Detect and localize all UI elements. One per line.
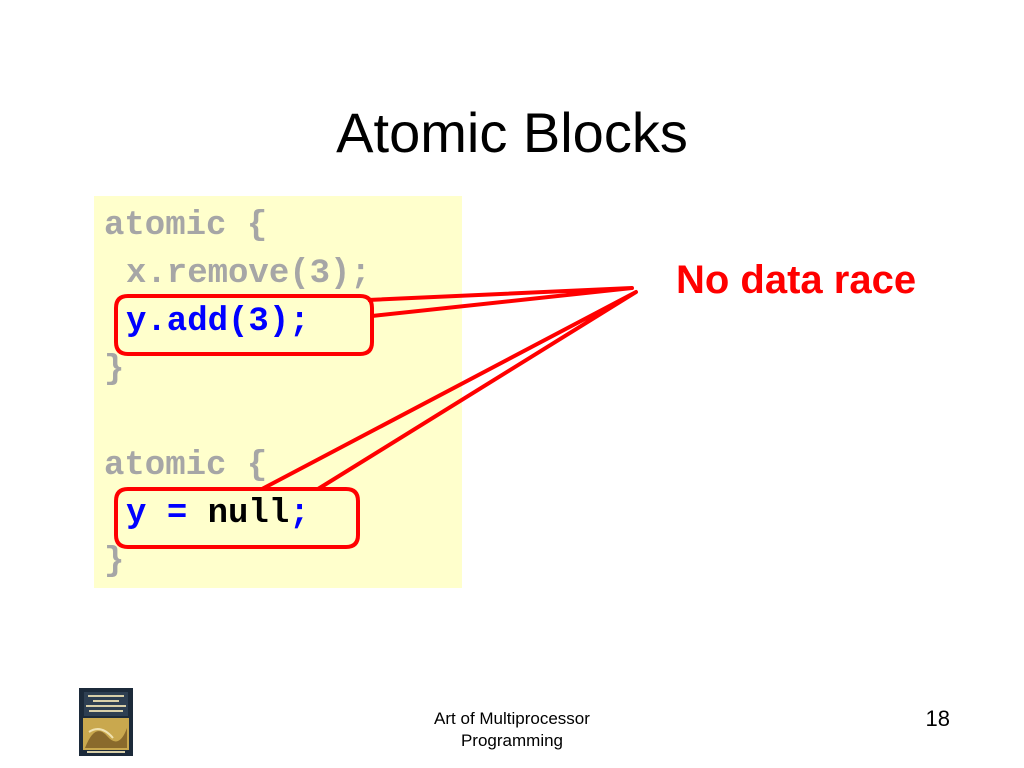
code-line-y-null: y = null; xyxy=(126,494,310,534)
callout-text: No data race xyxy=(676,258,917,302)
callout-pointer-top xyxy=(367,286,634,318)
code-line-atomic-open-1: atomic { xyxy=(104,207,268,245)
callout-bubble-top xyxy=(114,294,374,356)
callout-pointer-bottom xyxy=(261,290,638,491)
callout-bubble-bottom xyxy=(114,487,360,549)
code-line-x-remove: x.remove(3); xyxy=(126,255,371,293)
code-line-atomic-open-2: atomic { xyxy=(104,447,268,485)
code-token-y: y xyxy=(126,495,147,533)
code-token-semicolon: ; xyxy=(289,495,310,533)
code-line-y-add: y.add(3); xyxy=(126,303,310,341)
footer-line-2: Programming xyxy=(460,731,564,750)
footer-line-1: Art of Multiprocessor xyxy=(434,709,590,728)
book-cover-icon xyxy=(79,688,133,756)
code-token-equals: = xyxy=(166,495,188,533)
code-line-close-2: } xyxy=(104,543,125,581)
code-block-panel xyxy=(94,196,462,588)
footer-book-title: Art of Multiprocessor Programming xyxy=(400,708,624,752)
code-line-close-1: } xyxy=(104,351,125,389)
code-token-null: null xyxy=(207,495,290,533)
page-number: 18 xyxy=(925,706,950,731)
slide-title: Atomic Blocks xyxy=(336,101,688,164)
